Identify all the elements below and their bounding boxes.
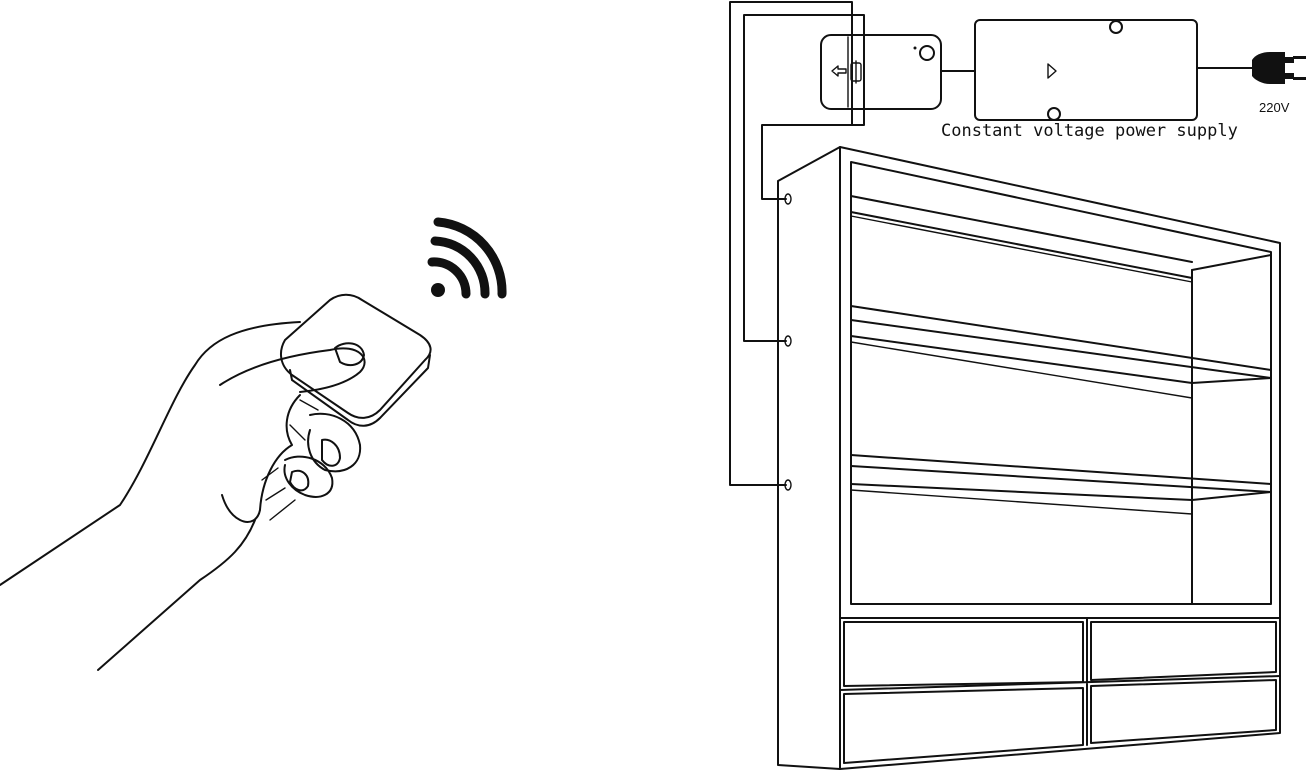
cabinet-opening: [850, 161, 1272, 605]
ring-finger: [283, 455, 334, 498]
middle-finger: [307, 412, 362, 473]
arm-lower-outline: [97, 519, 256, 671]
middle-fingernail: [321, 438, 341, 467]
thumb-nail: [334, 342, 365, 367]
knuckle-lines: [261, 399, 319, 521]
power-supply-label: Constant voltage power supply: [941, 121, 1238, 141]
hand-with-remote: [0, 293, 432, 671]
arm-outline: [0, 321, 301, 586]
display-cabinet-icon: [777, 146, 1281, 770]
ring-fingernail: [289, 469, 310, 492]
voltage-label: 220V: [1259, 100, 1290, 115]
index-finger: [219, 347, 366, 393]
curled-fingers: [221, 394, 301, 523]
wiring-lines: [729, 1, 865, 491]
power-supply-icon: [974, 19, 1198, 121]
remote-control-icon: [279, 293, 432, 427]
wireless-signal-icon: [427, 217, 507, 299]
receiver-module-icon: [820, 34, 942, 110]
cabinet-outer: [777, 146, 1281, 770]
power-plug-icon: [1252, 52, 1306, 84]
